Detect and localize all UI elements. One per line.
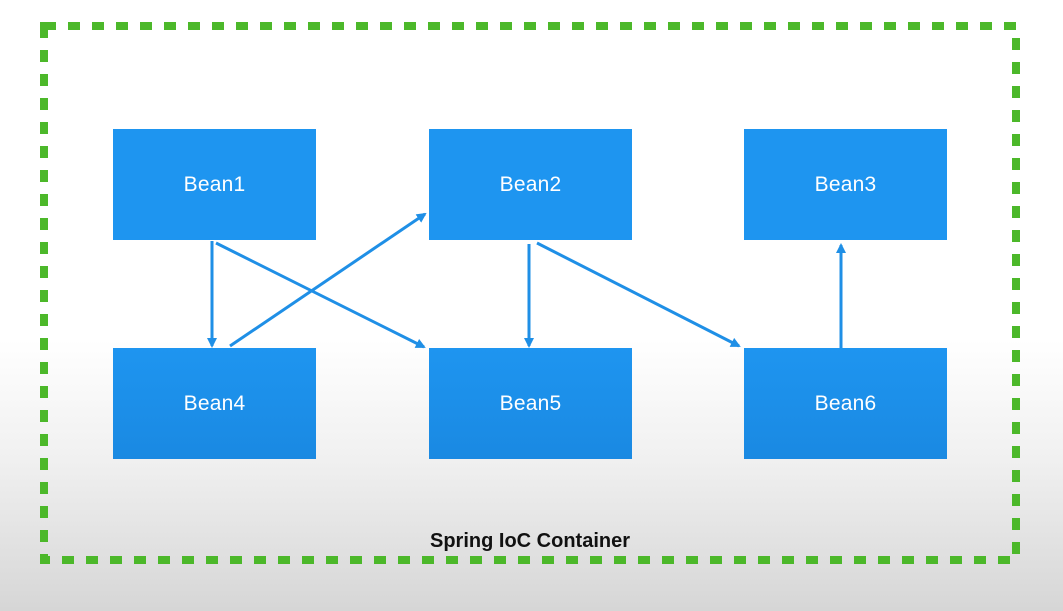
bean1-label: Bean1 [183, 172, 246, 196]
bean2-label: Bean2 [499, 172, 562, 196]
arrow-bean2-to-bean6 [536, 241, 741, 348]
container-label: Spring IoC Container [430, 530, 630, 552]
bean1-box[interactable]: Bean1 [113, 129, 316, 240]
bean4-label: Bean4 [183, 391, 246, 415]
arrow-bean4-to-bean2 [229, 212, 427, 348]
arrow-bean1-to-bean5 [215, 241, 426, 349]
bean5-label: Bean5 [499, 391, 562, 415]
bean3-box[interactable]: Bean3 [744, 129, 947, 240]
bean2-box[interactable]: Bean2 [429, 129, 632, 240]
bean4-box[interactable]: Bean4 [113, 348, 316, 459]
bean6-box[interactable]: Bean6 [744, 348, 947, 459]
bean5-box[interactable]: Bean5 [429, 348, 632, 459]
bean6-label: Bean6 [814, 391, 877, 415]
bean3-label: Bean3 [814, 172, 877, 196]
